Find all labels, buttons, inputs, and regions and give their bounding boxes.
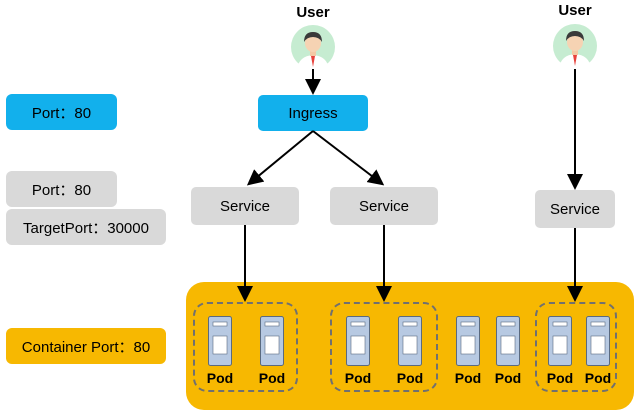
- server-icon: [346, 316, 370, 366]
- pod: Pod: [488, 316, 528, 394]
- service-node: Service: [330, 187, 438, 225]
- pod: Pod: [200, 316, 240, 394]
- pod-label: Pod: [396, 370, 424, 386]
- pod: Pod: [448, 316, 488, 394]
- pod-label: Pod: [206, 370, 234, 386]
- server-icon: [496, 316, 520, 366]
- arrow-ingress-service-2: [312, 130, 385, 186]
- pod: Pod: [540, 316, 580, 394]
- service-port-label: Port：80: [6, 171, 117, 207]
- ingress-port-label: Port：80: [6, 94, 117, 130]
- pod-group: [193, 302, 298, 392]
- user-label-left: User: [296, 4, 330, 21]
- server-icon: [398, 316, 422, 366]
- pod-label: Pod: [546, 370, 574, 386]
- server-icon: [260, 316, 284, 366]
- pod: Pod: [390, 316, 430, 394]
- user-avatar-icon: [553, 24, 597, 68]
- server-icon: [208, 316, 232, 366]
- pod-label: Pod: [454, 370, 482, 386]
- user-label-right: User: [558, 2, 592, 19]
- pod-label: Pod: [258, 370, 286, 386]
- server-icon: [456, 316, 480, 366]
- service-node: Service: [535, 190, 615, 228]
- server-icon: [548, 316, 572, 366]
- ingress-node: Ingress: [258, 95, 368, 131]
- user-avatar-icon: [291, 25, 335, 69]
- pod: Pod: [338, 316, 378, 394]
- pod-group: [330, 302, 438, 392]
- service-node: Service: [191, 187, 299, 225]
- pod-label: Pod: [344, 370, 372, 386]
- pod: Pod: [252, 316, 292, 394]
- pod-label: Pod: [494, 370, 522, 386]
- server-icon: [586, 316, 610, 366]
- pod-label: Pod: [584, 370, 612, 386]
- arrow-ingress-service-1: [246, 130, 314, 186]
- target-port-label: TargetPort：30000: [6, 209, 166, 245]
- pod-group: [535, 302, 617, 392]
- pod: Pod: [578, 316, 618, 394]
- container-port-label: Container Port：80: [6, 328, 166, 364]
